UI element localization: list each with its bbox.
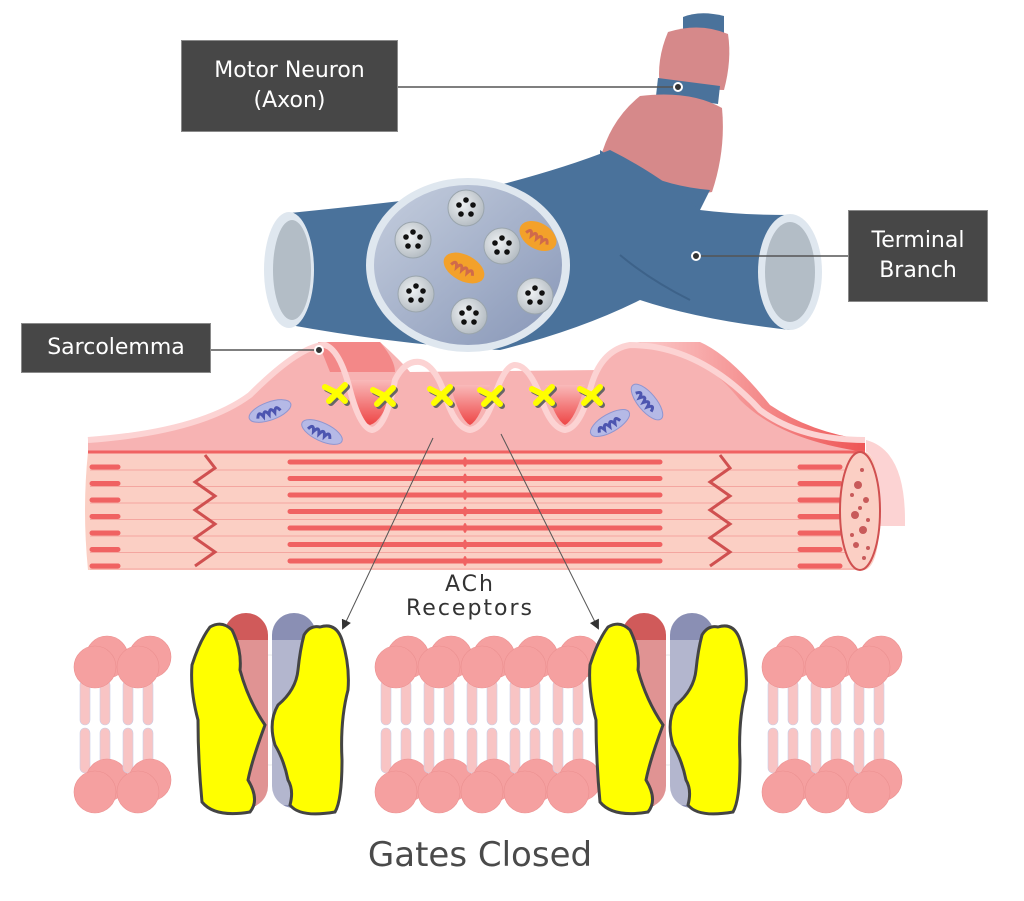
myofibril-end [860, 468, 864, 472]
z-line [192, 454, 218, 568]
ach-receptor-cluster [370, 385, 398, 409]
leader-lines [211, 82, 848, 630]
receptor-subunit-left [190, 622, 267, 816]
axon-terminal-cross-section [366, 178, 570, 352]
terminal-branch-label-line1: Terminal [871, 228, 965, 253]
phospholipid [847, 635, 903, 814]
sarcolemma-label: Sarcolemma [21, 323, 211, 373]
synaptic-vesicle [483, 227, 521, 265]
arrow-right [500, 433, 599, 630]
myofibril-end [850, 493, 854, 497]
z-line [707, 454, 733, 568]
muscle-mitochondrion [630, 383, 664, 421]
myofibril-end [850, 533, 854, 537]
synaptic-vesicle [447, 189, 485, 227]
motor-neuron-label-line2: (Axon) [253, 88, 326, 113]
ach-label-line2: Receptors [405, 596, 535, 621]
ach-receptors-label: ACh Receptors [370, 573, 570, 621]
phospholipid [116, 635, 172, 814]
ach-label-line1: ACh [445, 572, 495, 597]
myofibril-end [866, 518, 870, 522]
myofibril-end [858, 506, 862, 510]
ach-receptor-cluster [427, 384, 455, 408]
phospholipid [546, 635, 602, 814]
synaptic-vesicle [516, 277, 554, 315]
ach-receptor-cluster [577, 384, 605, 408]
muscle-mitochondrion [301, 419, 343, 445]
synaptic-vesicle [397, 275, 435, 313]
membrane-bilayer [73, 635, 903, 814]
myofibril-end [851, 511, 859, 519]
gates-state-caption: Gates Closed [367, 835, 593, 875]
terminal-branch-label: Terminal Branch [848, 210, 988, 302]
sarcolemma-label-text: Sarcolemma [47, 335, 185, 360]
receptor-subunit-left [588, 622, 665, 816]
mitochondrion [443, 252, 485, 284]
muscle-fiber [85, 341, 905, 571]
myofibril-end [854, 481, 862, 489]
muscle-mitochondrion [248, 399, 292, 423]
myofibril-end [859, 526, 867, 534]
myofibril-end [862, 556, 866, 560]
receptor-subunit-right [668, 624, 748, 816]
myofibril-end [863, 497, 869, 503]
motor-neuron-label: Motor Neuron (Axon) [181, 40, 398, 132]
synaptic-vesicle [394, 221, 432, 259]
ach-receptor-channel-closed [190, 613, 350, 816]
myofibril-end [853, 542, 859, 548]
muscle-mitochondrion [589, 409, 631, 437]
ach-receptor-cluster [477, 385, 505, 409]
ach-receptor-channel-closed [588, 613, 748, 816]
synaptic-vesicle [450, 297, 488, 335]
receptor-subunit-right [270, 624, 350, 816]
terminal-branch-label-line2: Branch [879, 258, 957, 283]
motor-neuron-label-line1: Motor Neuron [214, 58, 365, 83]
myofibril-end [866, 546, 870, 550]
ach-receptor-cluster [529, 384, 557, 408]
mitochondrion [519, 220, 557, 252]
phospholipid [503, 635, 559, 814]
arrow-left [341, 437, 434, 630]
ach-receptor-cluster [322, 382, 350, 406]
